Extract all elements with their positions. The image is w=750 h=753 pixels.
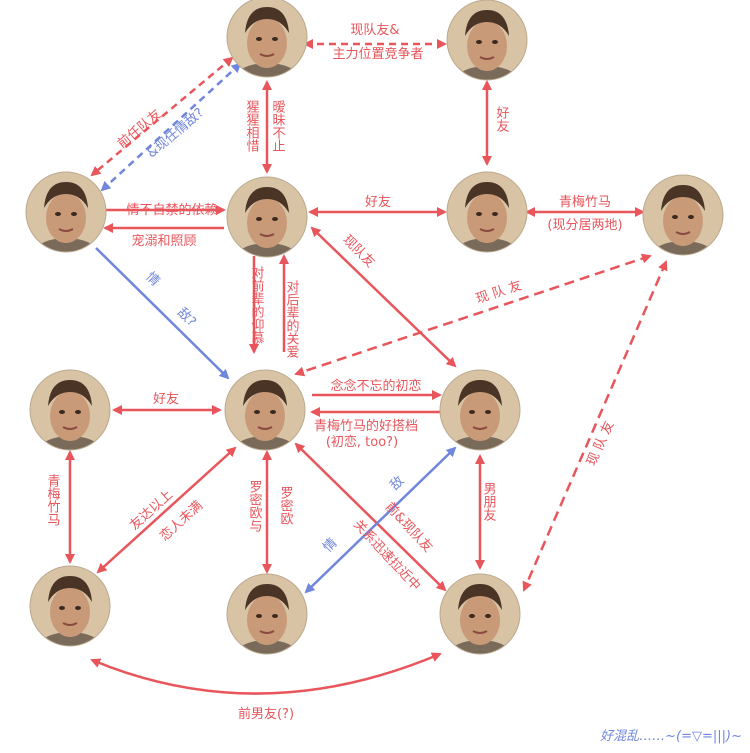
person-p10-photo xyxy=(30,566,110,668)
label-l18: 现 队 友 xyxy=(474,277,524,307)
label-l6: 暧昧不止 xyxy=(270,100,286,152)
label-l2: 主力位置竞争者 xyxy=(332,46,423,62)
edge-p8-p10 xyxy=(96,446,237,574)
label-l30: 情 xyxy=(321,536,341,556)
label-l12: (现分居两地) xyxy=(547,218,622,233)
person-p4-photo xyxy=(227,177,307,279)
edge-p8-p12 xyxy=(294,442,447,592)
label-l26: 罗密欧与 xyxy=(247,480,263,532)
person-p5-photo xyxy=(447,172,527,274)
label-l15: 敌? xyxy=(174,305,199,330)
label-l19: 好友 xyxy=(153,391,179,407)
edge-p6-p8 xyxy=(294,253,652,377)
label-l9: 宠溺和照顾 xyxy=(131,233,196,249)
connectors xyxy=(65,39,668,695)
label-l21: 青梅竹马的好搭档 xyxy=(314,418,418,434)
label-l22: (初恋, too?) xyxy=(326,434,398,450)
footer-caption: 好混乱……~(=▽=|||)~ xyxy=(600,729,742,744)
edge-p6-p12 xyxy=(522,260,668,592)
label-l27: 罗密欧 xyxy=(278,486,294,525)
portraits xyxy=(26,0,723,676)
labels: 现队友& 主力位置竞争者 好友 前任队友 &现任情敌? 猩猩相惜 暧昧不止 情不… xyxy=(45,22,743,744)
label-l23: 青梅竹马 xyxy=(45,474,61,526)
label-l32: 男朋友 xyxy=(481,482,497,521)
label-l10: 好友 xyxy=(365,194,391,210)
person-p12-photo xyxy=(440,574,520,676)
person-p11-photo xyxy=(227,574,307,676)
label-l31: 敌 xyxy=(388,474,408,494)
person-p3-photo xyxy=(26,172,106,274)
edge-p10-p12 xyxy=(90,652,442,695)
label-l13: 现队友 xyxy=(339,232,378,271)
label-l8: 情不自禁的依赖 xyxy=(126,202,217,218)
edge-p3-p8 xyxy=(95,247,230,380)
label-l34: 前男友(?) xyxy=(238,706,294,722)
person-p6-photo xyxy=(643,175,723,277)
label-l17: 对后辈的关爱 xyxy=(284,280,300,358)
label-l7: 猩猩相惜 xyxy=(244,100,260,152)
label-l16: 对前辈的仰慕 xyxy=(249,266,265,344)
person-p8-photo xyxy=(225,370,305,472)
label-l14: 情 xyxy=(143,270,163,290)
label-l1: 现队友& xyxy=(350,22,399,38)
label-l3: 好友 xyxy=(494,106,510,132)
edge-p9-p11 xyxy=(304,446,457,594)
label-l11: 青梅竹马 xyxy=(559,195,611,210)
label-l20: 念念不忘的初恋 xyxy=(330,378,421,394)
